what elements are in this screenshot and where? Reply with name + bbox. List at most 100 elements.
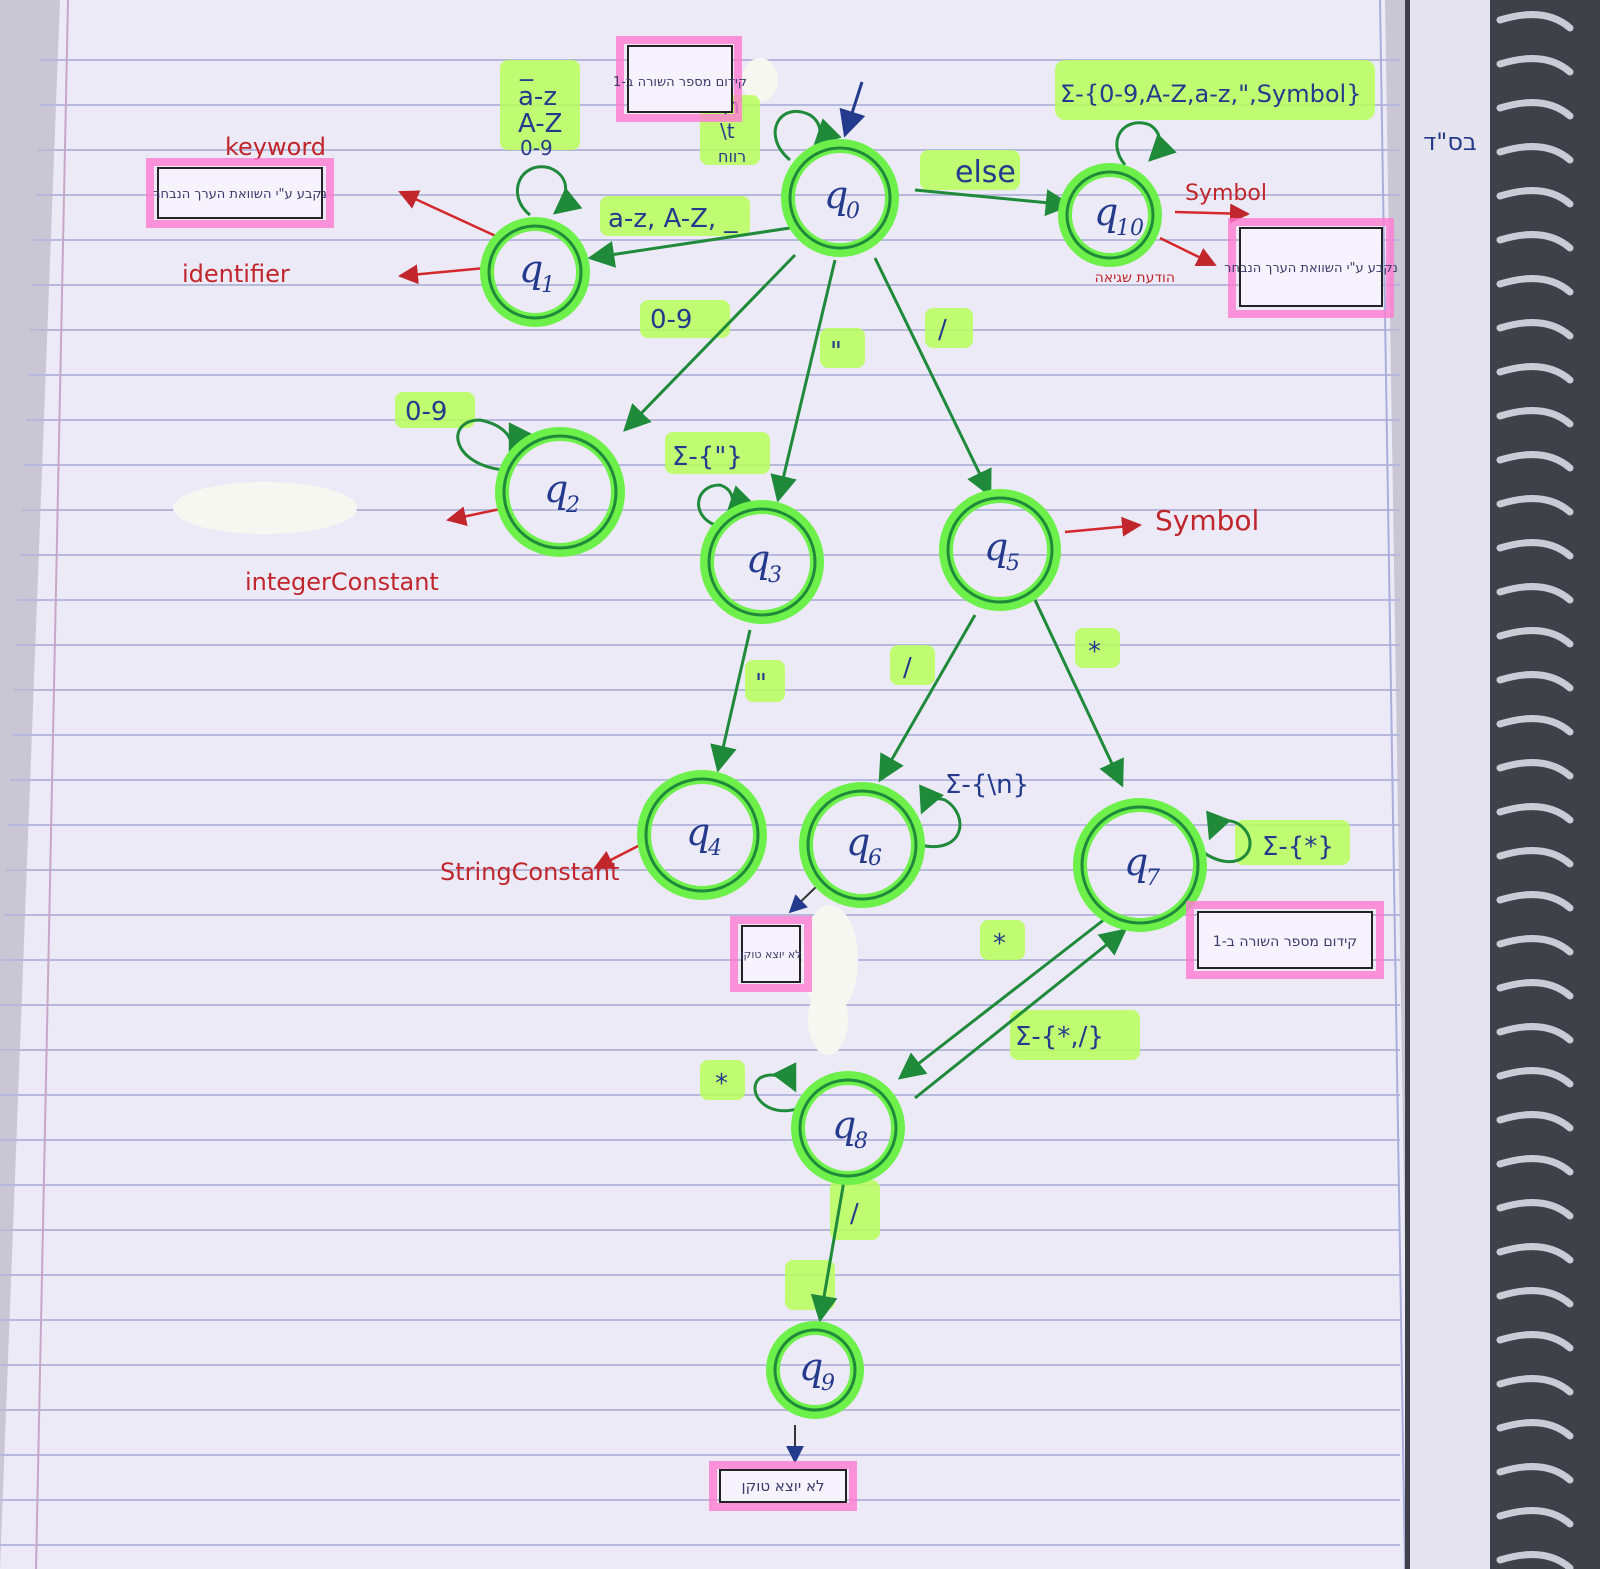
- state-subscript: 6: [868, 846, 882, 871]
- state-label: q: [846, 820, 870, 864]
- label-q0-q3: ": [830, 337, 842, 367]
- note-box-q10: [1239, 227, 1383, 307]
- edge-q0-q1: [587, 226, 791, 268]
- note-box-q6: [741, 925, 801, 983]
- label-q10-self: Σ-{0-9,A-Z,a-z,",Symbol}: [1060, 80, 1361, 108]
- label-q1-self-2: A-Z: [518, 109, 562, 139]
- output-string: StringConstant: [440, 858, 620, 886]
- transitions: [456, 81, 1252, 1323]
- state-outline: [487, 224, 583, 320]
- state-q8: q8: [791, 1071, 905, 1185]
- edge-q8-q7: [914, 928, 1128, 1100]
- loop-q2: [456, 418, 533, 472]
- state-outline: [773, 1328, 857, 1412]
- state-subscript: 9: [821, 1371, 835, 1396]
- edge-q7-q8: [897, 913, 1111, 1080]
- label-q0-self-2: רווח: [718, 147, 746, 166]
- state-ring: [799, 782, 925, 908]
- state-q4: q4: [637, 770, 767, 900]
- label-q7-q8: *: [993, 929, 1006, 959]
- state-label: q: [686, 810, 710, 854]
- loop-q8: [753, 1062, 801, 1113]
- state-ring: [1073, 798, 1207, 932]
- label-q0-q1: a-z, A-Z, _: [608, 204, 738, 234]
- note-box-q1: [157, 167, 323, 219]
- state-outline: [707, 507, 817, 617]
- state-label: q: [746, 537, 770, 581]
- state-ring: [1058, 163, 1162, 267]
- state-q0: q0: [781, 139, 899, 257]
- note-q1: נקבע ע"י השוואת הערך הנבחר: [153, 187, 327, 202]
- note-box-q7: [1197, 911, 1373, 969]
- state-ring: [791, 1071, 905, 1185]
- output-identifier: identifier: [182, 260, 290, 288]
- state-outline: [502, 434, 618, 550]
- note-boxes: קידום מספר השורה ב-1 נקבע ע"י השוואת הער…: [146, 36, 1477, 1511]
- label-q1-self-3: 0-9: [520, 136, 553, 160]
- state-subscript: 3: [768, 563, 782, 588]
- state-outline: [806, 789, 918, 901]
- edge-q5-q7: [1033, 599, 1124, 788]
- state-outline: [798, 1078, 898, 1178]
- state-q10: q10: [1058, 163, 1162, 267]
- output-arrows: [398, 190, 1250, 1464]
- label-q7-self: Σ-{*}: [1262, 832, 1334, 862]
- state-label: q: [519, 247, 543, 291]
- edge-q0-q2: [623, 253, 797, 432]
- label-q0-q2: 0-9: [650, 305, 692, 335]
- label-q2-self: 0-9: [405, 397, 447, 427]
- output-integer: integerConstant: [245, 568, 439, 596]
- loop-q10: [1115, 121, 1177, 166]
- label-q3-self: Σ-{"}: [672, 442, 743, 472]
- loop-q3: [697, 483, 755, 527]
- state-outline: [1065, 170, 1155, 260]
- state-subscript: 10: [1116, 216, 1144, 241]
- state-q7: q7: [1073, 798, 1207, 932]
- loop-q1: [515, 165, 583, 217]
- state-subscript: 1: [541, 273, 555, 298]
- state-outline: [644, 777, 760, 893]
- margin-line: [35, 0, 69, 1569]
- state-q5: q5: [939, 489, 1061, 611]
- label-q8-q7: Σ-{*,/}: [1015, 1022, 1104, 1052]
- edge-q3-q4: [710, 629, 752, 773]
- state-ring: [781, 139, 899, 257]
- output-keyword: keyword: [225, 133, 326, 161]
- label-q0-q5: /: [938, 315, 947, 345]
- note-q9: לא יוצא טוקן: [742, 1477, 825, 1495]
- state-subscript: 8: [854, 1129, 868, 1154]
- note-q6: לא יוצא טוקן: [741, 948, 802, 961]
- edge-start-q0: [839, 81, 866, 138]
- state-ring: [495, 427, 625, 557]
- state-outline: [946, 496, 1054, 604]
- state-ring: [480, 217, 590, 327]
- label-q8-q9: /: [850, 1199, 859, 1229]
- whiteout-marks: [173, 58, 858, 1055]
- state-label: q: [984, 525, 1008, 569]
- state-ring: [637, 770, 767, 900]
- label-q5-q7: *: [1088, 637, 1101, 667]
- label-q1-self-0: _: [519, 52, 534, 82]
- state-subscript: 5: [1006, 551, 1020, 576]
- note-q10: נקבע ע"י השוואת הערך הנבחר: [1224, 261, 1398, 276]
- note-top: קידום מספר השורה ב-1: [613, 75, 747, 90]
- state-ring: [766, 1321, 864, 1419]
- label-q6-self: Σ-{\n}: [945, 770, 1029, 800]
- output-symbol-q5: Symbol: [1155, 504, 1259, 537]
- label-q0-self-1: \t: [720, 119, 735, 143]
- state-label: q: [544, 467, 568, 511]
- output-symbol-q10: Symbol: [1185, 181, 1267, 206]
- label-q8-self: *: [715, 1069, 728, 1099]
- state-label: q: [832, 1103, 856, 1147]
- state-subscript: 2: [565, 493, 580, 518]
- state-label: q: [1094, 190, 1118, 234]
- loop-q7: [1199, 810, 1252, 864]
- state-outline: [1080, 805, 1200, 925]
- edge-q0-q10: [914, 188, 1073, 217]
- state-subscript: 4: [707, 836, 722, 861]
- state-q1: q1: [480, 217, 590, 327]
- note-box-q9: [719, 1469, 847, 1503]
